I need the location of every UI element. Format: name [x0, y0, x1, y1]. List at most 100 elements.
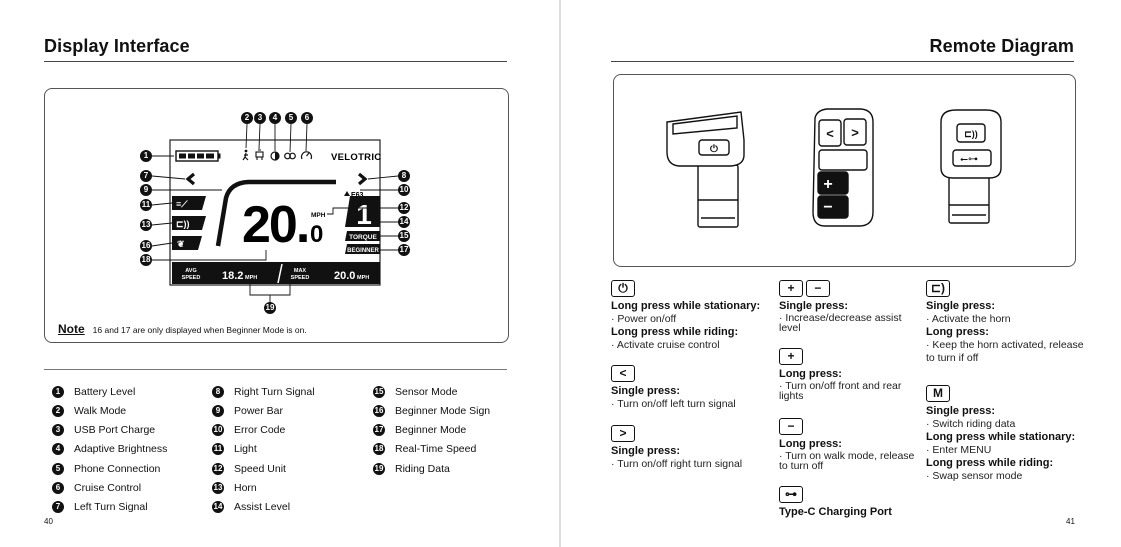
avg-speed-value: 18.2 [222, 270, 243, 282]
display-diagram: VELOTRIC E63 ≡⟋ ⊏)) ❦ 20. 0 MPH 1 TORQUE… [151, 123, 399, 303]
light-badge [172, 196, 206, 210]
book-spine [559, 0, 561, 547]
usb-charge-icon [255, 149, 264, 160]
callout-15: 15 [398, 230, 410, 242]
usb-heading: Type-C Charging Port [779, 506, 892, 518]
light-instructions: + Long press: · Turn on/off front and re… [779, 348, 921, 401]
minus-key-icon: − [805, 280, 830, 297]
power-heading-stationary: Long press while stationary: [611, 300, 761, 312]
minus-key-icon: − [823, 199, 832, 216]
beginner-mode-label: BEGINNER [347, 248, 379, 254]
plus-key-icon: + [823, 176, 832, 193]
right-page: Remote Diagram ⏻ < > + − [561, 0, 1121, 547]
callout-9: 9 [140, 184, 152, 196]
left-page: Display Interface VELOTRIC E63 [0, 0, 560, 547]
power-bar [215, 179, 336, 247]
callout-2: 2 [241, 112, 253, 124]
callout-13: 13 [140, 219, 152, 231]
lcd-outline [169, 139, 381, 286]
error-code: E63 [344, 191, 364, 199]
speed-unit-label: MPH [311, 212, 326, 219]
callout-3: 3 [254, 112, 266, 124]
mode-text-stationary: · Enter MENU [926, 444, 992, 456]
callout-8: 8 [398, 170, 410, 182]
usb-port-icon: ⭠⊶ [960, 154, 978, 165]
remote-diagram-frame [613, 74, 1076, 267]
horn-badge [172, 216, 206, 230]
assist-heading: Single press: [779, 300, 849, 312]
walk-mode-icon [242, 149, 249, 161]
power-text-stationary: · Power on/off [611, 313, 677, 325]
horn-icon: ⊏)) [176, 219, 190, 229]
callout-14: 14 [398, 216, 410, 228]
remote-horn-illustration: ⊏)) ⭠⊶ [940, 109, 1002, 224]
left-key-icon: < [826, 126, 834, 141]
mode-heading-riding: Long press while riding: [926, 457, 1054, 469]
sensor-mode-badge [345, 231, 380, 241]
power-instructions: ⏻ Long press while stationary: · Power o… [611, 280, 771, 352]
left-arrow-key-icon: < [611, 365, 635, 382]
plus-key-icon: + [779, 280, 803, 297]
mode-text-single: · Switch riding data [926, 418, 1016, 430]
svg-text:E63: E63 [351, 192, 364, 199]
callout-16: 16 [140, 240, 152, 252]
leaf-icon: ❦ [177, 239, 185, 249]
callout-7: 7 [140, 170, 152, 182]
left-turn-signal-icon [185, 172, 196, 186]
power-key-icon: ⏻ [611, 280, 635, 297]
plus-key-icon: + [779, 348, 803, 365]
light-icon: ≡⟋ [176, 199, 188, 209]
assist-instructions: + − Single press: · Increase/decrease as… [779, 280, 921, 333]
m-key-icon: M [926, 385, 950, 402]
note-label: Note [58, 322, 85, 336]
callout-11: 11 [140, 199, 152, 211]
light-heading: Long press: [779, 368, 842, 380]
battery-icon [175, 150, 221, 162]
power-text-riding: · Activate cruise control [611, 339, 720, 351]
display-diagram-frame [44, 88, 509, 343]
callout-17: 17 [398, 244, 410, 256]
speed-decimal: 0 [310, 221, 323, 248]
horn-heading-long: Long press: [926, 326, 989, 338]
beginner-mode-badge [345, 244, 380, 254]
riding-data-bar [172, 262, 380, 284]
usb-port-info: ⊶ Type-C Charging Port [779, 486, 921, 519]
callout-4: 4 [269, 112, 281, 124]
mode-heading-stationary: Long press while stationary: [926, 431, 1076, 443]
avg-label-1: AVG [185, 268, 197, 274]
max-speed-value: 20.0 [334, 270, 355, 282]
callout-5: 5 [285, 112, 297, 124]
callout-19: 19 [264, 302, 276, 314]
horn-key-icon: ⊏) [926, 280, 950, 297]
mode-instructions: M Single press: · Switch riding data Lon… [926, 385, 1096, 483]
right-arrow-key-icon: > [611, 425, 635, 442]
page-title: Remote Diagram [929, 36, 1074, 56]
horn-text-single: · Activate the horn [926, 313, 1011, 325]
page-title: Display Interface [44, 36, 190, 56]
avg-label-2: SPEED [182, 275, 201, 281]
walk-instructions: − Long press: · Turn on walk mode, relea… [779, 418, 921, 471]
horn-instructions: ⊏) Single press: · Activate the horn Lon… [926, 280, 1086, 365]
title-rule [44, 61, 507, 62]
max-speed-unit: MPH [357, 275, 369, 281]
callout-10: 10 [398, 184, 410, 196]
walk-text: · Turn on walk mode, release to turn off [779, 450, 915, 472]
adaptive-brightness-icon [270, 151, 280, 161]
